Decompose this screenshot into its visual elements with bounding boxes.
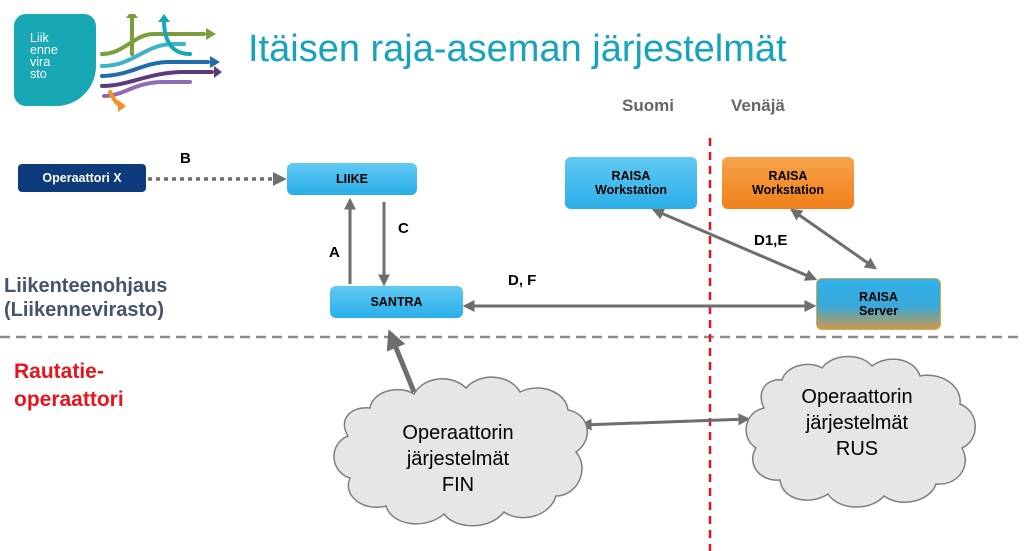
- arrow-ws-ru-server: [790, 208, 877, 270]
- zone-label-rautatieoperaattori: Rautatie- operaattori: [14, 360, 124, 411]
- arrow-fin-rus: [579, 413, 751, 431]
- cloud-rus: [745, 355, 976, 508]
- node-santra: SANTRA: [330, 286, 463, 318]
- edge-label-b: B: [180, 150, 191, 167]
- logo-badge: [14, 14, 96, 106]
- node-operator-x: Operaattori X: [18, 164, 146, 192]
- column-label-venaja: Venäjä: [731, 96, 785, 115]
- arrow-fin-santra: [386, 329, 417, 393]
- liikennevirasto-logo: Liik enne vira sto: [14, 14, 224, 112]
- cloud-rus-label: Operaattorin järjestelmät RUS: [801, 386, 913, 460]
- arrow-d1e: [651, 208, 818, 281]
- edge-label-c: C: [398, 220, 409, 237]
- logo-text: Liik enne vira sto: [30, 31, 58, 81]
- cloud-fin-label: Operaattorin järjestelmät FIN: [402, 422, 514, 496]
- zone-label-liikenteenohjaus: Liikenteenohjaus (Liikennevirasto): [4, 275, 168, 321]
- edge-label-a: A: [329, 244, 340, 261]
- cloud-fin: [333, 376, 589, 527]
- logo-arrows-graphic: [100, 14, 222, 112]
- logo-arrowheads: [118, 14, 222, 112]
- page-title: Itäisen raja-aseman järjestelmät: [248, 28, 787, 70]
- edge-label-d1e: D1,E: [754, 232, 788, 249]
- column-label-suomi: Suomi: [622, 96, 674, 115]
- node-liike: LIIKE: [287, 163, 417, 195]
- edge-label-df: D, F: [508, 272, 537, 289]
